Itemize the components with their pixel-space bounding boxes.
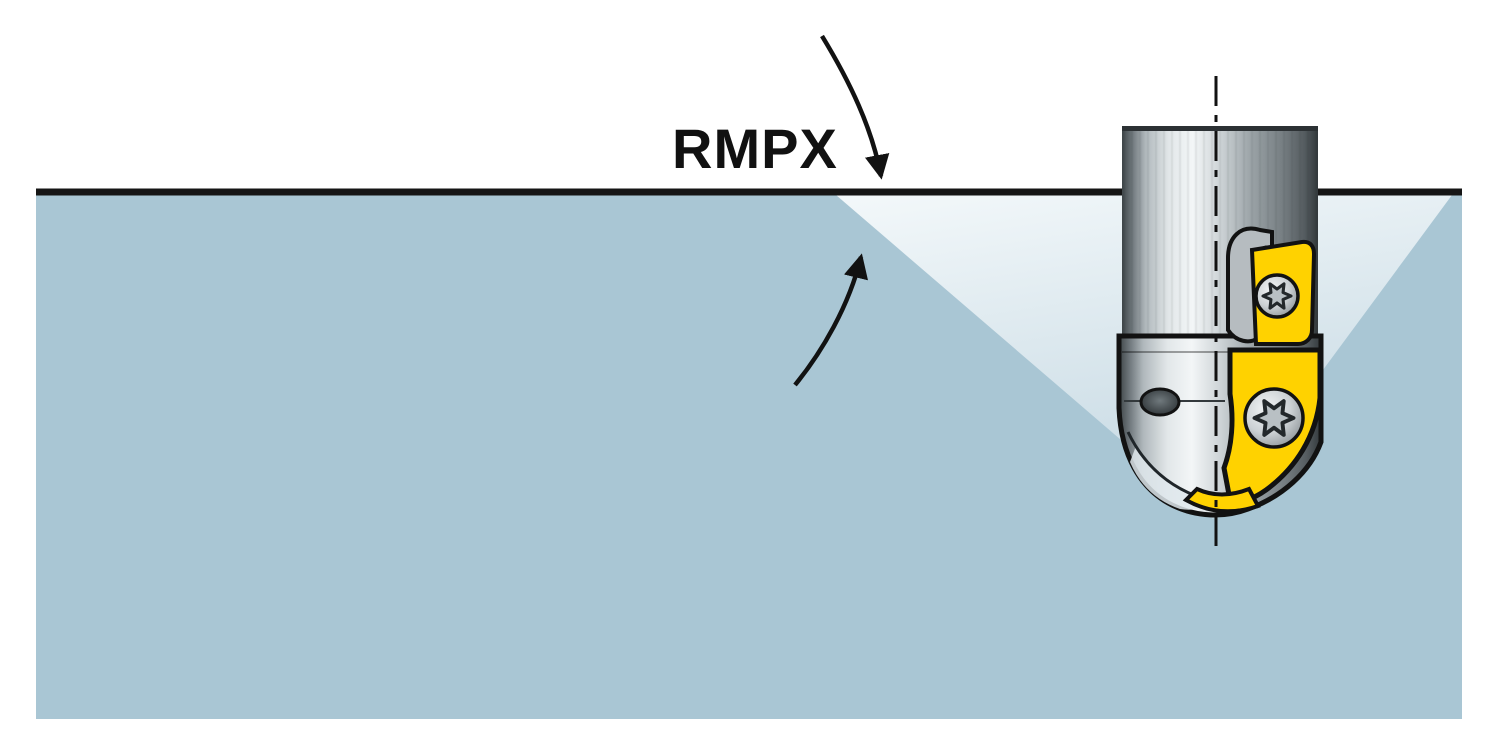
milling-tool — [1116, 126, 1324, 518]
torx-screw-upper-icon — [1254, 273, 1300, 319]
surface-pointer-arrow — [820, 34, 890, 180]
tip-insert-edge — [1182, 486, 1261, 514]
rmpx-label: RMPX — [672, 117, 838, 180]
shank-top-edge — [1122, 126, 1318, 131]
ramp-angle-arc — [793, 253, 869, 387]
torx-screw-lower-icon — [1243, 387, 1305, 449]
insert-pocket-curve — [1126, 431, 1197, 498]
torx-recess — [1261, 282, 1293, 310]
torx-recess — [1252, 399, 1296, 437]
coolant-hole — [1139, 387, 1181, 417]
